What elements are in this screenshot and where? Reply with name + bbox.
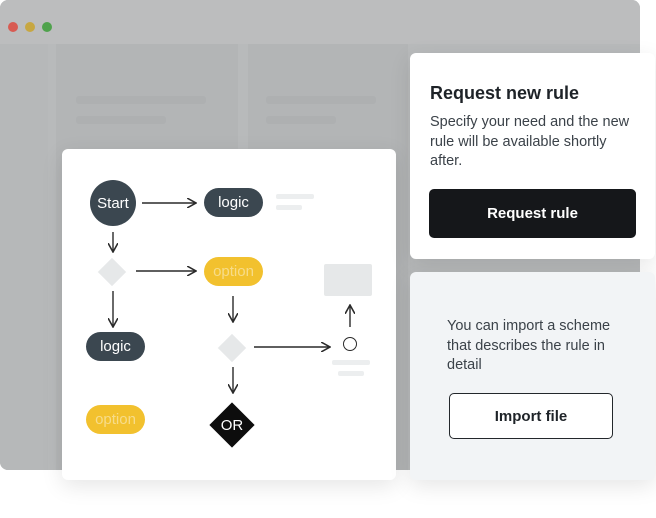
import-file-button[interactable]: Import file	[449, 393, 613, 439]
window-minimize-icon[interactable]	[25, 22, 35, 32]
or-node: OR	[209, 402, 255, 448]
logic-node: logic	[86, 332, 145, 361]
placeholder-line	[266, 96, 376, 104]
background-sidebar	[0, 44, 48, 470]
logic-node: logic	[204, 188, 263, 217]
request-rule-button[interactable]: Request rule	[429, 189, 636, 238]
placeholder-line	[76, 96, 206, 104]
request-card-description: Specify your need and the new rule will …	[430, 114, 630, 169]
window-titlebar	[0, 0, 640, 44]
placeholder-label	[276, 194, 314, 199]
placeholder-label	[276, 205, 302, 210]
import-file-card: You can import a scheme that describes t…	[410, 272, 655, 480]
import-card-description: You can import a scheme that describes t…	[447, 318, 611, 373]
placeholder-line	[76, 116, 166, 124]
placeholder-line	[266, 116, 336, 124]
window-close-icon[interactable]	[8, 22, 18, 32]
placeholder-label	[338, 371, 364, 376]
request-card-title: Request new rule	[430, 83, 580, 103]
or-node-label: OR	[220, 416, 244, 434]
start-node: Start	[90, 180, 136, 226]
flow-diagram-card: Start logic option logic option OR	[62, 149, 396, 480]
placeholder-box	[324, 264, 372, 296]
request-rule-card: Request new rule Specify your need and t…	[410, 53, 655, 259]
window-maximize-icon[interactable]	[42, 22, 52, 32]
option-node: option	[86, 405, 145, 434]
decision-node	[97, 257, 127, 287]
end-node	[343, 337, 357, 351]
placeholder-label	[332, 360, 370, 365]
decision-node	[217, 333, 247, 363]
option-node: option	[204, 257, 263, 286]
